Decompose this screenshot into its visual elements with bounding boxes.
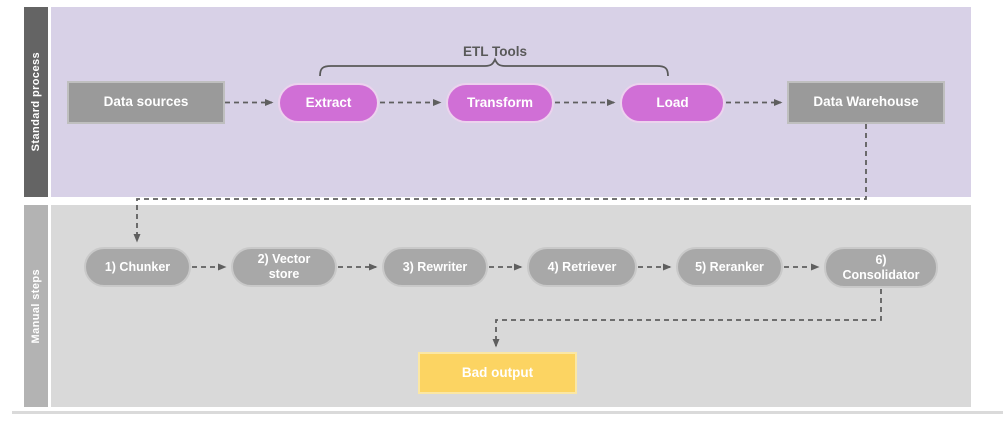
node-consolidator: 6) Consolidator [824, 247, 938, 288]
standard-process-lane-label-text: Standard process [30, 52, 42, 152]
node-load: Load [620, 83, 725, 123]
node-extract: Extract [278, 83, 379, 123]
etl-tools-label: ETL Tools [463, 44, 527, 59]
node-transform: Transform [446, 83, 554, 123]
node-retriever: 4) Retriever [527, 247, 637, 287]
node-rewriter: 3) Rewriter [382, 247, 488, 287]
node-vector-store: 2) Vector store [231, 247, 337, 287]
node-bad-output: Bad output [418, 352, 577, 394]
manual-steps-lane-label: Manual steps [24, 205, 48, 407]
node-reranker: 5) Reranker [676, 247, 783, 287]
bottom-divider [12, 411, 1003, 414]
node-data-sources: Data sources [67, 81, 225, 124]
standard-process-lane-label: Standard process [24, 7, 48, 197]
node-chunker: 1) Chunker [84, 247, 191, 287]
manual-steps-lane-label-text: Manual steps [30, 268, 42, 344]
node-data-warehouse: Data Warehouse [787, 81, 945, 124]
